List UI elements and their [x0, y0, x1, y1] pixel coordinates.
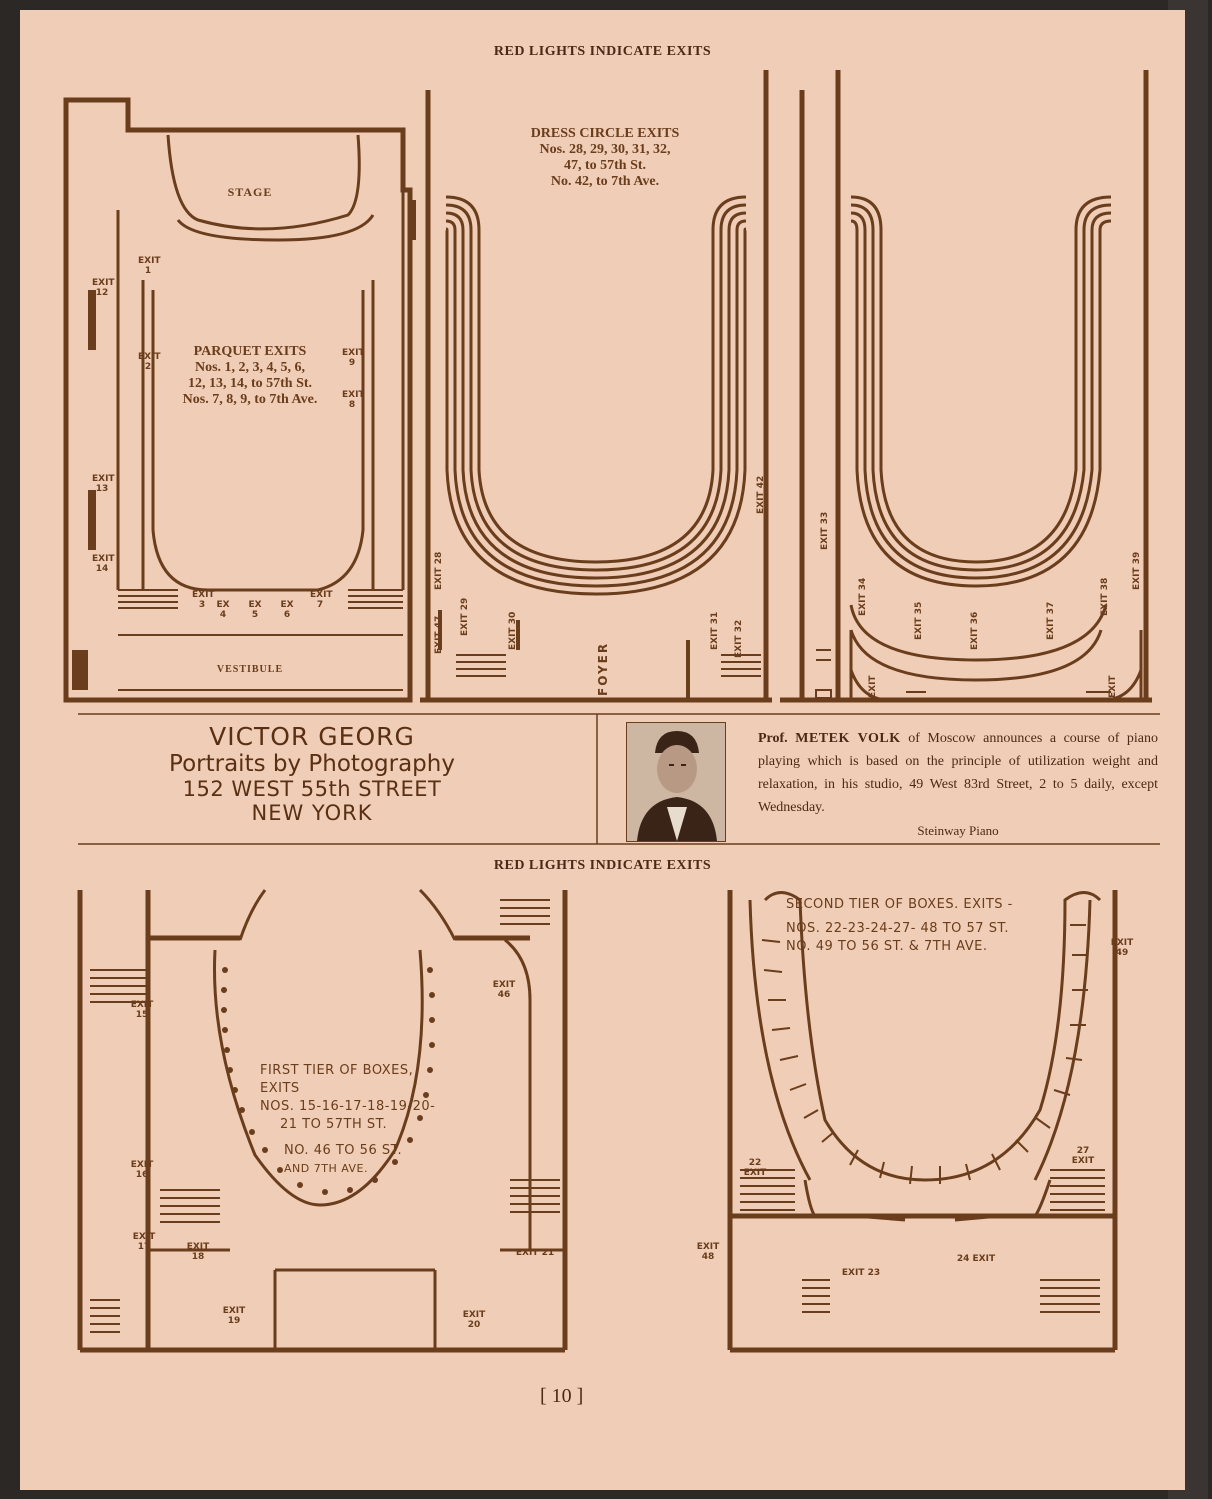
- parquet-exit-8: EXIT 8: [342, 390, 365, 410]
- parquet-exit-12: EXIT 12: [92, 278, 115, 298]
- st-exit-27: 27 EXIT: [1071, 1146, 1095, 1166]
- first-tier-line2: 21 TO 57TH ST.: [280, 1117, 388, 1132]
- parquet-title: PARQUET EXITS: [193, 344, 307, 359]
- victor-georg-ad: VICTOR GEORG Portraits by Photography 15…: [132, 722, 492, 825]
- bal-exit-38: EXIT 38: [1100, 577, 1110, 616]
- st-exit-48: EXIT 48: [696, 1242, 720, 1262]
- ads-dividers: [78, 713, 1160, 845]
- parquet-exit-3: EXIT 3: [192, 590, 215, 610]
- second-tier-block: SECOND TIER OF BOXES. EXITS - NOS. 22-23…: [786, 896, 1076, 956]
- volk-text: of Moscow announces a course of piano pl…: [758, 731, 1159, 815]
- dress-circle-title: DRESS CIRCLE EXITS: [530, 126, 680, 141]
- parquet-exits-block: PARQUET EXITS Nos. 1, 2, 3, 4, 5, 6, 12,…: [150, 344, 350, 408]
- bal-exit-37: EXIT 37: [1046, 601, 1056, 640]
- dress-circle-line2: 47, to 57th St.: [563, 158, 647, 173]
- parquet-exit-9: EXIT 9: [342, 348, 365, 368]
- foyer-label: FOYER: [596, 641, 610, 696]
- ft-exit-20: EXIT 20: [462, 1310, 486, 1330]
- first-tier-title: FIRST TIER OF BOXES, EXITS: [260, 1063, 414, 1096]
- ft-exit-19: EXIT 19: [222, 1306, 246, 1326]
- dc-exit-42: EXIT 42: [756, 475, 766, 514]
- bal-exit-36: EXIT 36: [970, 611, 980, 650]
- dc-exit-47: EXIT 47: [434, 615, 444, 654]
- volk-prefix: Prof.: [758, 731, 788, 746]
- dress-circle-exits-block: DRESS CIRCLE EXITS Nos. 28, 29, 30, 31, …: [500, 126, 710, 190]
- parquet-exit-13: EXIT 13: [92, 474, 115, 494]
- program-page: RED LIGHTS INDICATE EXITS: [20, 10, 1185, 1490]
- parquet-line2: 12, 13, 14, to 57th St.: [187, 376, 313, 391]
- georg-name: VICTOR GEORG: [209, 722, 415, 751]
- st-exit-24: 24 EXIT: [956, 1254, 996, 1264]
- st-exit-23: EXIT 23: [841, 1268, 881, 1278]
- parquet-line3: Nos. 7, 8, 9, to 7th Ave.: [182, 392, 318, 407]
- st-exit-49: EXIT 49: [1110, 938, 1134, 958]
- ft-exit-15: EXIT 15: [130, 1000, 154, 1020]
- first-tier-plan: [77, 888, 568, 1353]
- parquet-exit-7: EXIT 7: [310, 590, 333, 610]
- ft-exit-21: EXIT 21: [515, 1248, 555, 1258]
- dc-exit-29: EXIT 29: [460, 597, 470, 636]
- second-tier-line1: NOS. 22-23-24-27- 48 TO 57 ST.: [786, 921, 1009, 936]
- second-tier-plan: [727, 890, 1118, 1353]
- balcony-plan: [780, 70, 1152, 703]
- first-tier-line1: NOS. 15-16-17-18-19-20-: [260, 1099, 436, 1114]
- bal-exit-33: EXIT 33: [820, 511, 830, 550]
- parquet-exit-6: EX 6: [280, 600, 294, 620]
- dress-circle-line1: Nos. 28, 29, 30, 31, 32,: [539, 142, 671, 157]
- parquet-exit-1: EXIT 1: [138, 256, 161, 276]
- first-tier-line4: AND 7TH AVE.: [284, 1162, 368, 1175]
- dress-circle-plan: [420, 70, 772, 703]
- parquet-exit-5: EX 5: [248, 600, 262, 620]
- volk-piano: Steinway Piano: [917, 823, 999, 838]
- dc-exit-32: EXIT 32: [734, 619, 744, 658]
- bal-exit-39: EXIT 39: [1132, 551, 1142, 590]
- bottom-header: RED LIGHTS INDICATE EXITS: [493, 858, 712, 873]
- dc-exit-31: EXIT 31: [710, 611, 720, 650]
- st-exit-22: 22 EXIT: [743, 1158, 767, 1178]
- ft-exit-18: EXIT 18: [186, 1242, 210, 1262]
- ft-exit-46: EXIT 46: [492, 980, 516, 1000]
- first-tier-block: FIRST TIER OF BOXES, EXITS NOS. 15-16-17…: [260, 1062, 450, 1178]
- stage-label: STAGE: [227, 185, 273, 199]
- georg-city: NEW YORK: [251, 801, 373, 825]
- bal-exit-34: EXIT 34: [858, 577, 868, 616]
- parquet-exit-14: EXIT 14: [92, 554, 115, 574]
- dc-exit-30: EXIT 30: [508, 611, 518, 650]
- ft-exit-16: EXIT 16: [130, 1160, 154, 1180]
- vestibule-label: VESTIBULE: [216, 664, 284, 675]
- parquet-line1: Nos. 1, 2, 3, 4, 5, 6,: [194, 360, 306, 375]
- second-tier-title: SECOND TIER OF BOXES. EXITS -: [786, 897, 1013, 912]
- volk-portrait-photo: [626, 722, 726, 842]
- parquet-plan: [63, 97, 416, 703]
- georg-service: Portraits by Photography: [169, 751, 455, 777]
- metek-volk-ad: Prof. METEK VOLK of Moscow announces a c…: [758, 727, 1158, 842]
- page-number: [ 10 ]: [540, 1385, 584, 1407]
- parquet-exit-2: EXIT 2: [138, 352, 161, 372]
- georg-address: 152 WEST 55th STREET: [182, 777, 442, 801]
- dc-exit-28: EXIT 28: [434, 551, 444, 590]
- dress-circle-line3: No. 42, to 7th Ave.: [550, 174, 660, 189]
- bal-exit-left: EXIT: [868, 675, 878, 698]
- bal-exit-right: EXIT: [1108, 675, 1118, 698]
- volk-name: METEK VOLK: [795, 731, 901, 746]
- bal-exit-35: EXIT 35: [914, 601, 924, 640]
- parquet-exit-4: EX 4: [216, 600, 230, 620]
- second-tier-line2: NO. 49 TO 56 ST. & 7TH AVE.: [786, 939, 988, 954]
- ft-exit-17: EXIT 17: [132, 1232, 156, 1252]
- first-tier-line3: NO. 46 TO 56 ST.: [284, 1143, 403, 1158]
- top-header: RED LIGHTS INDICATE EXITS: [493, 44, 712, 59]
